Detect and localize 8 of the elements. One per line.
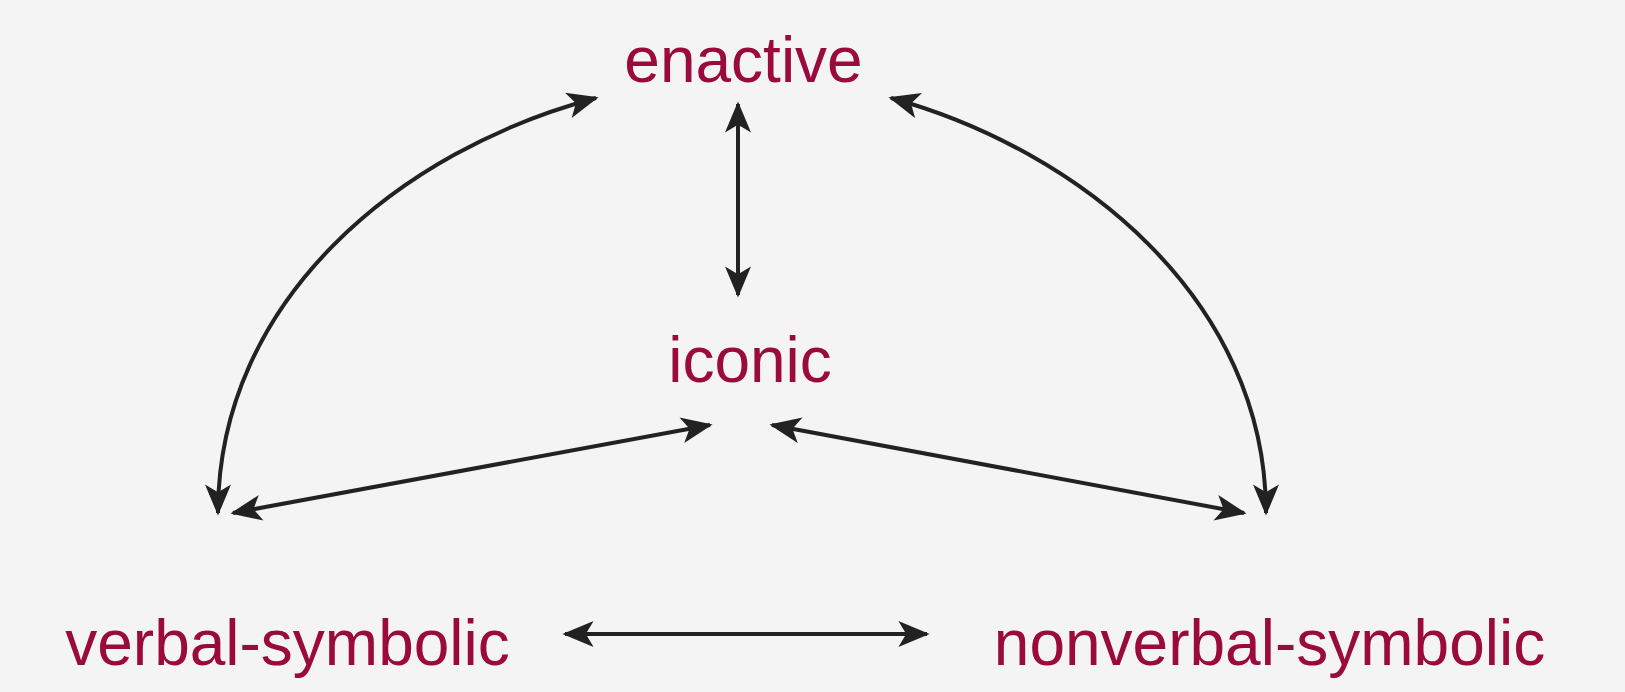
double-headed-arrow [207, 94, 599, 516]
concept-label: enactive [624, 27, 863, 92]
concept-label: iconic [668, 328, 832, 392]
double-headed-arrow [562, 621, 930, 647]
double-headed-arrow [769, 417, 1247, 521]
double-headed-arrow [230, 417, 713, 521]
double-headed-arrow [888, 94, 1277, 516]
double-headed-arrow [725, 101, 751, 298]
